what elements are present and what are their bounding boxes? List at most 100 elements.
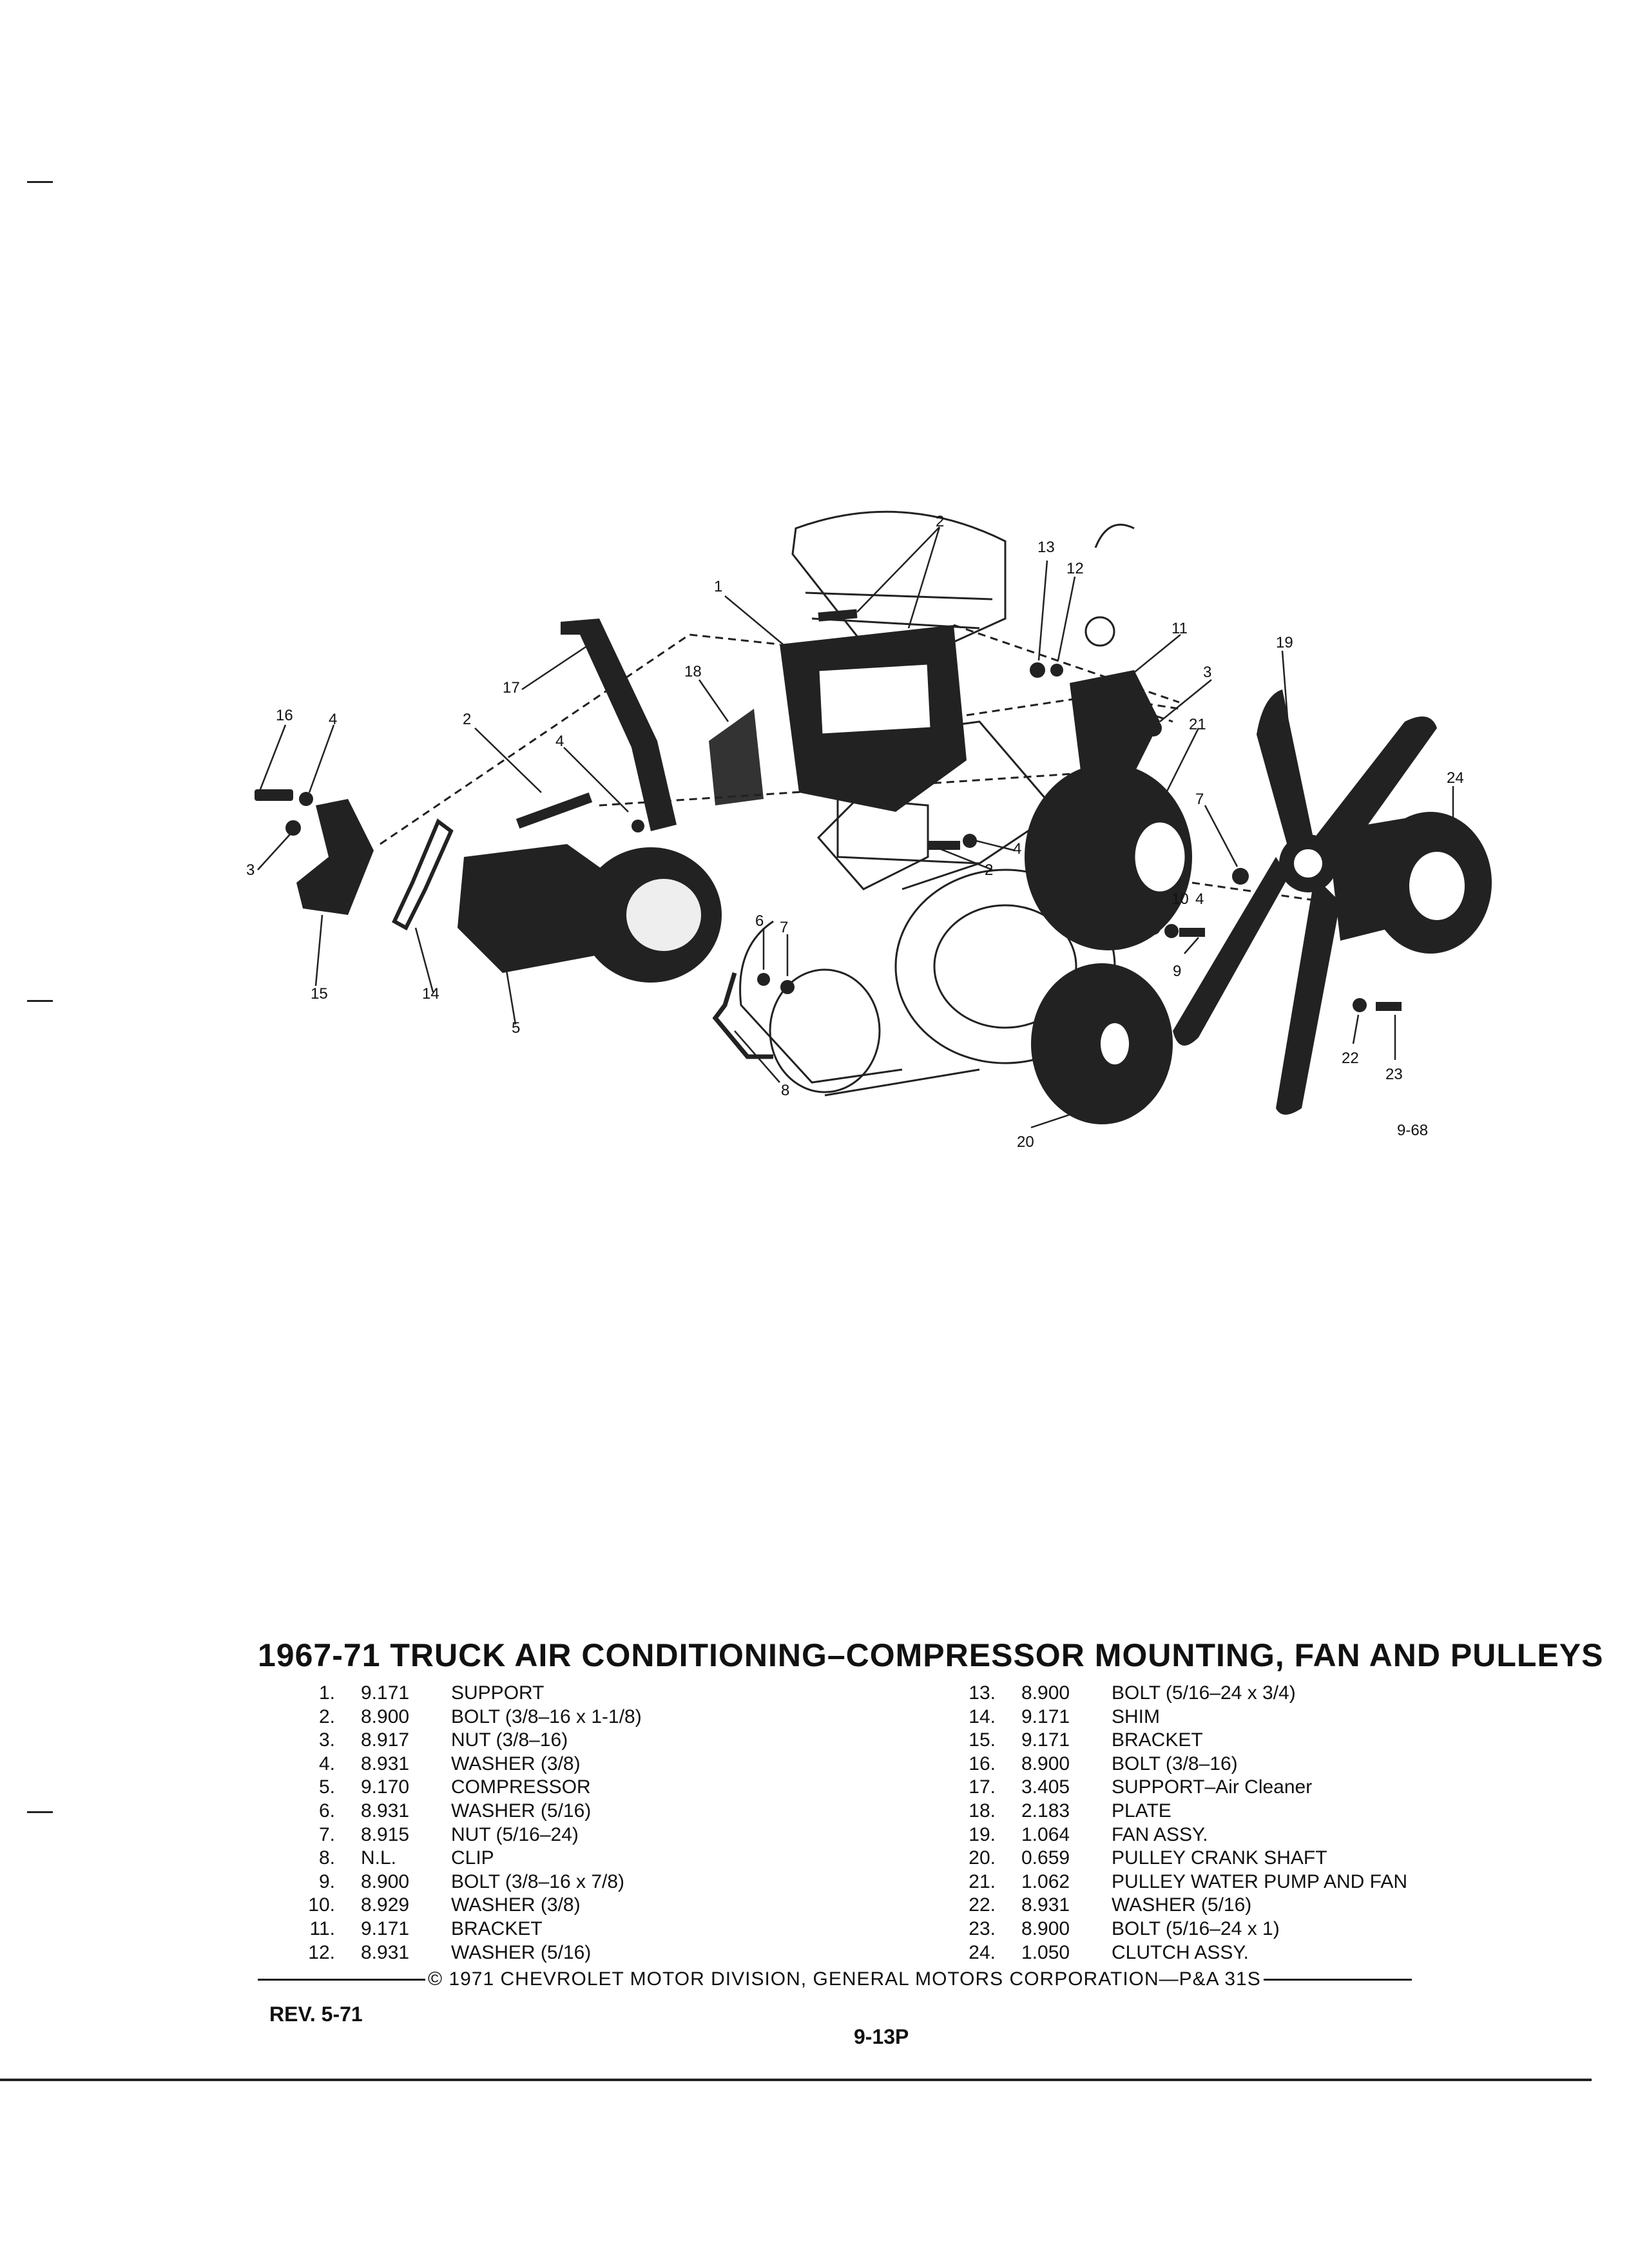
part-number: 7. — [318, 1823, 335, 1845]
plate-part — [709, 709, 764, 805]
callout-label: 4 — [555, 733, 564, 750]
callout-label: 21 — [1189, 716, 1206, 733]
part-description: WASHER (3/8) — [451, 1753, 581, 1774]
shim-part — [392, 818, 454, 931]
document-title: 1967-71 TRUCK AIR CONDITIONING–COMPRESSO… — [258, 1637, 1604, 1673]
part-code: 8.900 — [361, 1870, 410, 1892]
callout-label: 12 — [1066, 560, 1084, 577]
support-part — [780, 625, 967, 812]
part-code: N.L. — [361, 1847, 397, 1869]
callout-label: 19 — [1276, 634, 1293, 651]
page-edge-mark — [27, 1000, 53, 1002]
callout-label: 4 — [1195, 890, 1204, 908]
part-description: CLIP — [451, 1847, 494, 1869]
bracket-15-part — [296, 799, 374, 915]
part-code: 9.171 — [361, 1682, 410, 1704]
compressor-part — [458, 844, 722, 983]
callout-label: 17 — [503, 679, 520, 697]
part-code: 9.171 — [361, 1917, 410, 1939]
callout-label: 9 — [1173, 963, 1181, 980]
parts-list-item: 2. 8.900 BOLT (3/8–16 x 1-1/8) — [258, 1706, 902, 1729]
page-edge-mark — [27, 1811, 53, 1813]
part-code: 8.917 — [361, 1729, 410, 1751]
callout-label: 3 — [246, 861, 255, 879]
callout-label: 5 — [512, 1019, 520, 1037]
callout-label: 8 — [781, 1082, 789, 1099]
callout-label: 15 — [311, 985, 328, 1003]
parts-list-item: 8. N.L. CLIP — [258, 1847, 902, 1870]
part-description: NUT (5/16–24) — [451, 1823, 579, 1845]
bottom-rule — [0, 2079, 1592, 2081]
part-description: BOLT (3/8–16 x 1-1/8) — [451, 1706, 642, 1727]
part-description: BOLT (3/8–16) — [1112, 1753, 1238, 1774]
figure-number: 9-68 — [1397, 1122, 1428, 1139]
part-description: WASHER (5/16) — [451, 1800, 592, 1821]
part-code: 8.900 — [1021, 1753, 1070, 1774]
part-code: 8.900 — [361, 1706, 410, 1727]
part-description: WASHER (3/8) — [451, 1894, 581, 1916]
part-description: CLUTCH ASSY. — [1112, 1941, 1249, 1963]
callout-leaders — [257, 526, 1454, 1129]
part-number: 11. — [309, 1917, 335, 1939]
part-number: 8. — [318, 1847, 335, 1869]
callout-label: 11 — [1171, 620, 1188, 637]
part-code: 0.659 — [1021, 1847, 1070, 1869]
part-code: 8.931 — [361, 1753, 410, 1774]
exploded-parts-diagram: 1 2 2 2 3 3 4 4 4 4 5 6 7 7 8 9 10 11 12… — [246, 510, 1492, 1151]
footer-rule-left — [258, 1978, 425, 1981]
callout-label: 10 — [1171, 890, 1189, 908]
part-code: 8.931 — [361, 1800, 410, 1821]
hardware-parts — [255, 609, 1402, 1012]
part-description: PULLEY CRANK SHAFT — [1112, 1847, 1327, 1869]
part-number: 2. — [318, 1706, 335, 1727]
parts-list-item: 5. 9.170 COMPRESSOR — [258, 1776, 902, 1800]
part-number: 1. — [318, 1682, 335, 1704]
part-code: 8.929 — [361, 1894, 410, 1916]
part-description: NUT (3/8–16) — [451, 1729, 568, 1751]
part-code: 3.405 — [1021, 1776, 1070, 1798]
part-number: 5. — [318, 1776, 335, 1798]
part-code: 8.900 — [1021, 1917, 1070, 1939]
part-number: 21. — [969, 1870, 996, 1892]
callout-label: 3 — [1203, 664, 1211, 681]
callout-label: 2 — [985, 861, 993, 879]
part-description: PLATE — [1112, 1800, 1171, 1821]
callout-label: 23 — [1385, 1066, 1403, 1083]
callout-label: 2 — [936, 513, 944, 530]
part-description: BOLT (5/16–24 x 3/4) — [1112, 1682, 1296, 1704]
callout-label: 13 — [1037, 539, 1055, 556]
callout-label: 7 — [1195, 791, 1204, 808]
callout-label: 24 — [1447, 769, 1464, 787]
part-description: BRACKET — [1112, 1729, 1203, 1751]
part-number: 9. — [318, 1870, 335, 1892]
part-code: 8.900 — [1021, 1682, 1070, 1704]
callout-label: 22 — [1342, 1050, 1359, 1067]
fan-part — [1173, 689, 1437, 1115]
part-description: SUPPORT — [451, 1682, 545, 1704]
alignment-lines — [380, 624, 1328, 903]
part-number: 12. — [308, 1941, 335, 1963]
water-pump-pulley-part — [1025, 670, 1192, 950]
part-number: 13. — [969, 1682, 996, 1704]
part-description: COMPRESSOR — [451, 1776, 591, 1798]
part-description: SHIM — [1112, 1706, 1160, 1727]
part-number: 24. — [969, 1941, 996, 1963]
part-description: WASHER (5/16) — [451, 1941, 592, 1963]
part-number: 10. — [308, 1894, 335, 1916]
part-code: 9.171 — [1021, 1706, 1070, 1727]
callout-label: 4 — [329, 711, 337, 728]
page-number: 9-13P — [854, 2025, 909, 2048]
part-code: 9.170 — [361, 1776, 410, 1798]
